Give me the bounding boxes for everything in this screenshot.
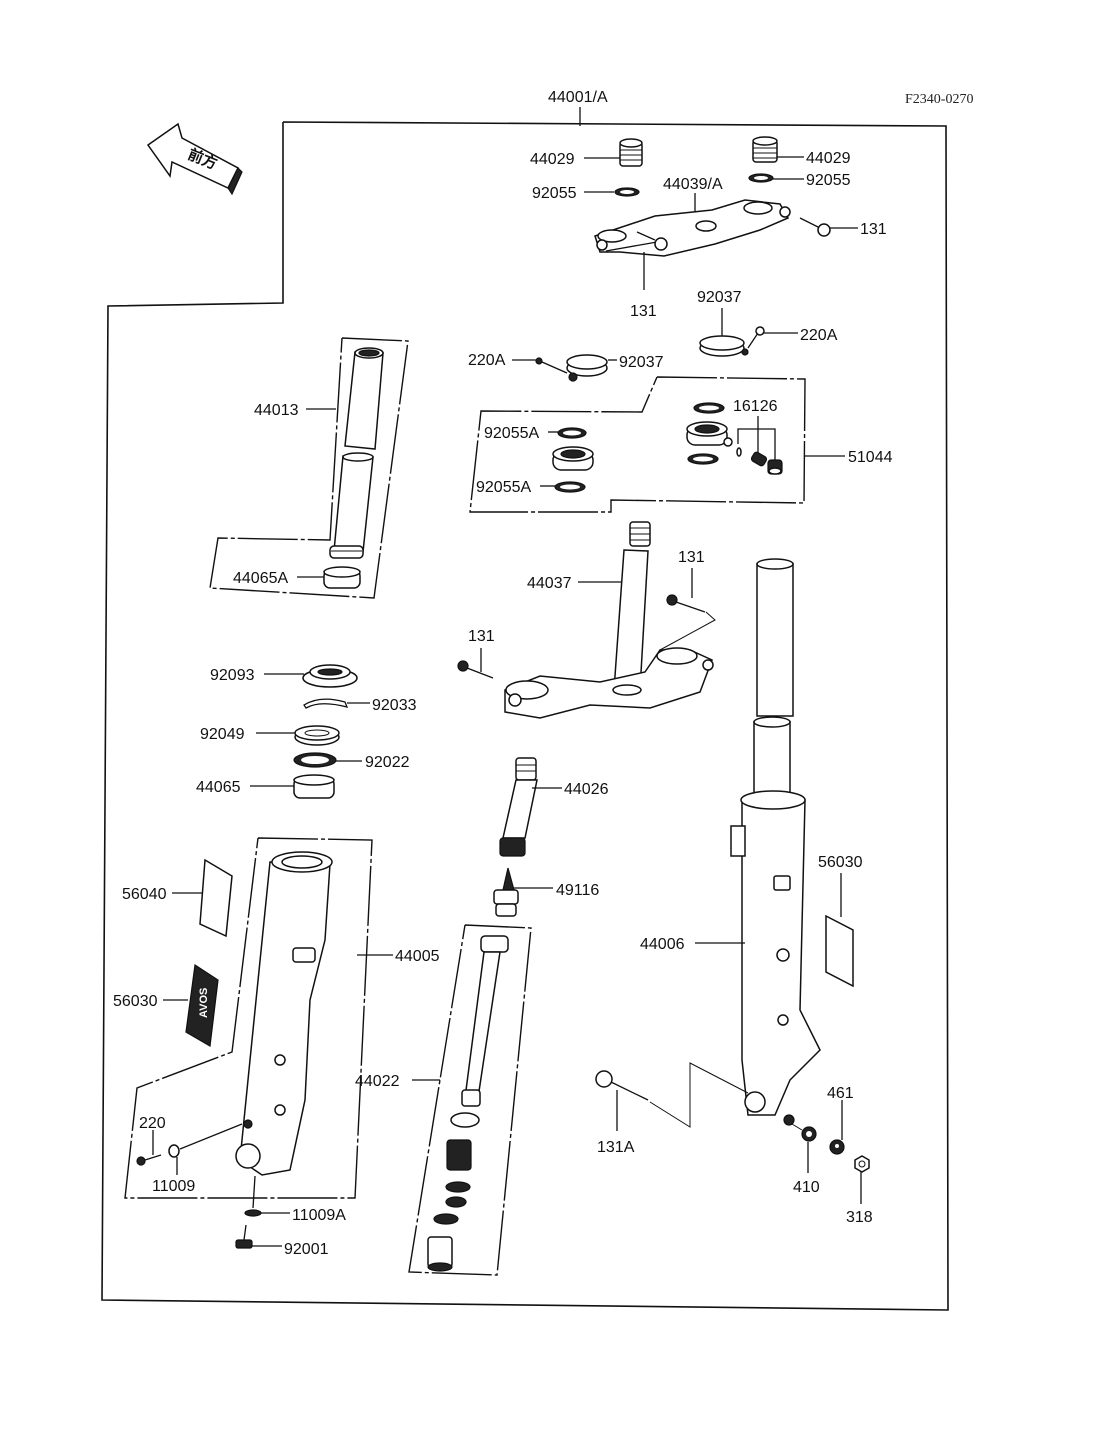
steering-stem-44037 xyxy=(504,521,714,719)
oil-pipe-assembly xyxy=(552,421,733,471)
label-92055A-upper: 92055A xyxy=(484,425,539,442)
washer-410 xyxy=(791,1123,817,1142)
figure-code: F2340-0270 xyxy=(905,92,973,107)
bolt-16126 xyxy=(750,451,768,467)
label-16126: 16126 xyxy=(733,398,778,415)
label-92022: 92022 xyxy=(365,754,410,771)
group-frame-44013 xyxy=(209,337,409,599)
damper-rod-44022 xyxy=(427,935,509,1272)
decal-text: AVOS xyxy=(198,988,210,1018)
outer-tube-44005 xyxy=(235,851,333,1176)
bushing-44065A xyxy=(323,566,361,589)
washer-11009A xyxy=(244,1175,262,1217)
label-92033: 92033 xyxy=(372,697,417,714)
label-92055-right: 92055 xyxy=(806,172,851,189)
label-220: 220 xyxy=(139,1115,166,1132)
label-51044: 51044 xyxy=(848,449,893,466)
label-44026: 44026 xyxy=(564,781,609,798)
washer-461 xyxy=(829,1139,845,1155)
dust-seal-92093 xyxy=(302,664,358,688)
label-92055A-lower: 92055A xyxy=(476,479,531,496)
label-220A-left: 220A xyxy=(468,352,506,369)
nut-318 xyxy=(854,1155,870,1173)
label-44065: 44065 xyxy=(196,779,241,796)
label-44001A: 44001/A xyxy=(548,89,608,106)
valve-49116 xyxy=(493,867,519,917)
circlip-92033 xyxy=(303,698,349,709)
label-92055-left: 92055 xyxy=(532,185,577,202)
screw-220A-left xyxy=(535,357,568,374)
clamp-92037-left xyxy=(566,354,608,382)
label-92037-right: 92037 xyxy=(697,289,742,306)
label-11009A: 11009A xyxy=(292,1207,346,1224)
decal-56030-right xyxy=(825,914,854,988)
fork-tube-44013 xyxy=(329,347,384,559)
label-44039A: 44039/A xyxy=(663,176,723,193)
label-44022: 44022 xyxy=(355,1073,400,1090)
label-11009: 11009 xyxy=(152,1178,195,1195)
bolt-131-stem-left xyxy=(457,660,494,679)
assembly-frame xyxy=(101,121,949,1311)
group-frame-51044 xyxy=(469,376,806,513)
group-frame-44005 xyxy=(124,837,373,1199)
label-44029-right: 44029 xyxy=(806,150,851,167)
label-318: 318 xyxy=(846,1209,873,1226)
cap-16126 xyxy=(767,459,783,475)
bolt-131-left-top xyxy=(605,231,668,252)
clamp-92037-right xyxy=(699,335,749,357)
bolt-131-right-top xyxy=(799,217,831,237)
label-92001: 92001 xyxy=(284,1241,329,1258)
label-131A: 131A xyxy=(597,1139,635,1156)
fork-cap-bolt-right xyxy=(752,136,778,163)
axle-bolt-131A xyxy=(595,1062,749,1128)
label-44013: 44013 xyxy=(254,402,299,419)
label-220A-right: 220A xyxy=(800,327,838,344)
label-131-stem-right: 131 xyxy=(678,549,705,566)
decal-56040 xyxy=(199,858,233,938)
label-44005: 44005 xyxy=(395,948,440,965)
label-92049: 92049 xyxy=(200,726,245,743)
inner-tube-right xyxy=(753,558,794,801)
label-92037-left: 92037 xyxy=(619,354,664,371)
screw-220 xyxy=(136,1154,162,1166)
label-56030-left: 56030 xyxy=(113,993,158,1010)
fork-cap-bolt-left xyxy=(619,138,643,167)
o-ring-small xyxy=(736,447,742,457)
label-44065A: 44065A xyxy=(233,570,288,587)
bolt-92001 xyxy=(235,1224,253,1249)
label-92093: 92093 xyxy=(210,667,255,684)
label-44029-left: 44029 xyxy=(530,151,575,168)
spring-44026 xyxy=(499,757,538,857)
label-131-top-right: 131 xyxy=(860,221,887,238)
outer-tube-44006 xyxy=(730,790,821,1126)
label-461: 461 xyxy=(827,1085,854,1102)
washer-11009 xyxy=(168,1123,243,1158)
front-direction-arrow-icon: 前方 xyxy=(146,122,243,196)
label-131-top-left: 131 xyxy=(630,303,657,320)
bolt-131-stem-right xyxy=(659,594,716,651)
bushing-44065 xyxy=(293,774,335,799)
upper-bracket-44039A xyxy=(594,199,791,257)
label-44006: 44006 xyxy=(640,936,685,953)
label-49116: 49116 xyxy=(556,882,599,899)
label-56030-right: 56030 xyxy=(818,854,863,871)
oil-seal-92049 xyxy=(294,725,340,746)
label-56040: 56040 xyxy=(122,886,167,903)
label-410: 410 xyxy=(793,1179,820,1196)
screw-220A-right xyxy=(747,326,765,349)
decal-56030-left: AVOS xyxy=(185,963,219,1047)
washer-92022 xyxy=(293,752,337,768)
label-44037: 44037 xyxy=(527,575,572,592)
group-frame-44022 xyxy=(408,924,532,1276)
label-131-stem-left: 131 xyxy=(468,628,495,645)
